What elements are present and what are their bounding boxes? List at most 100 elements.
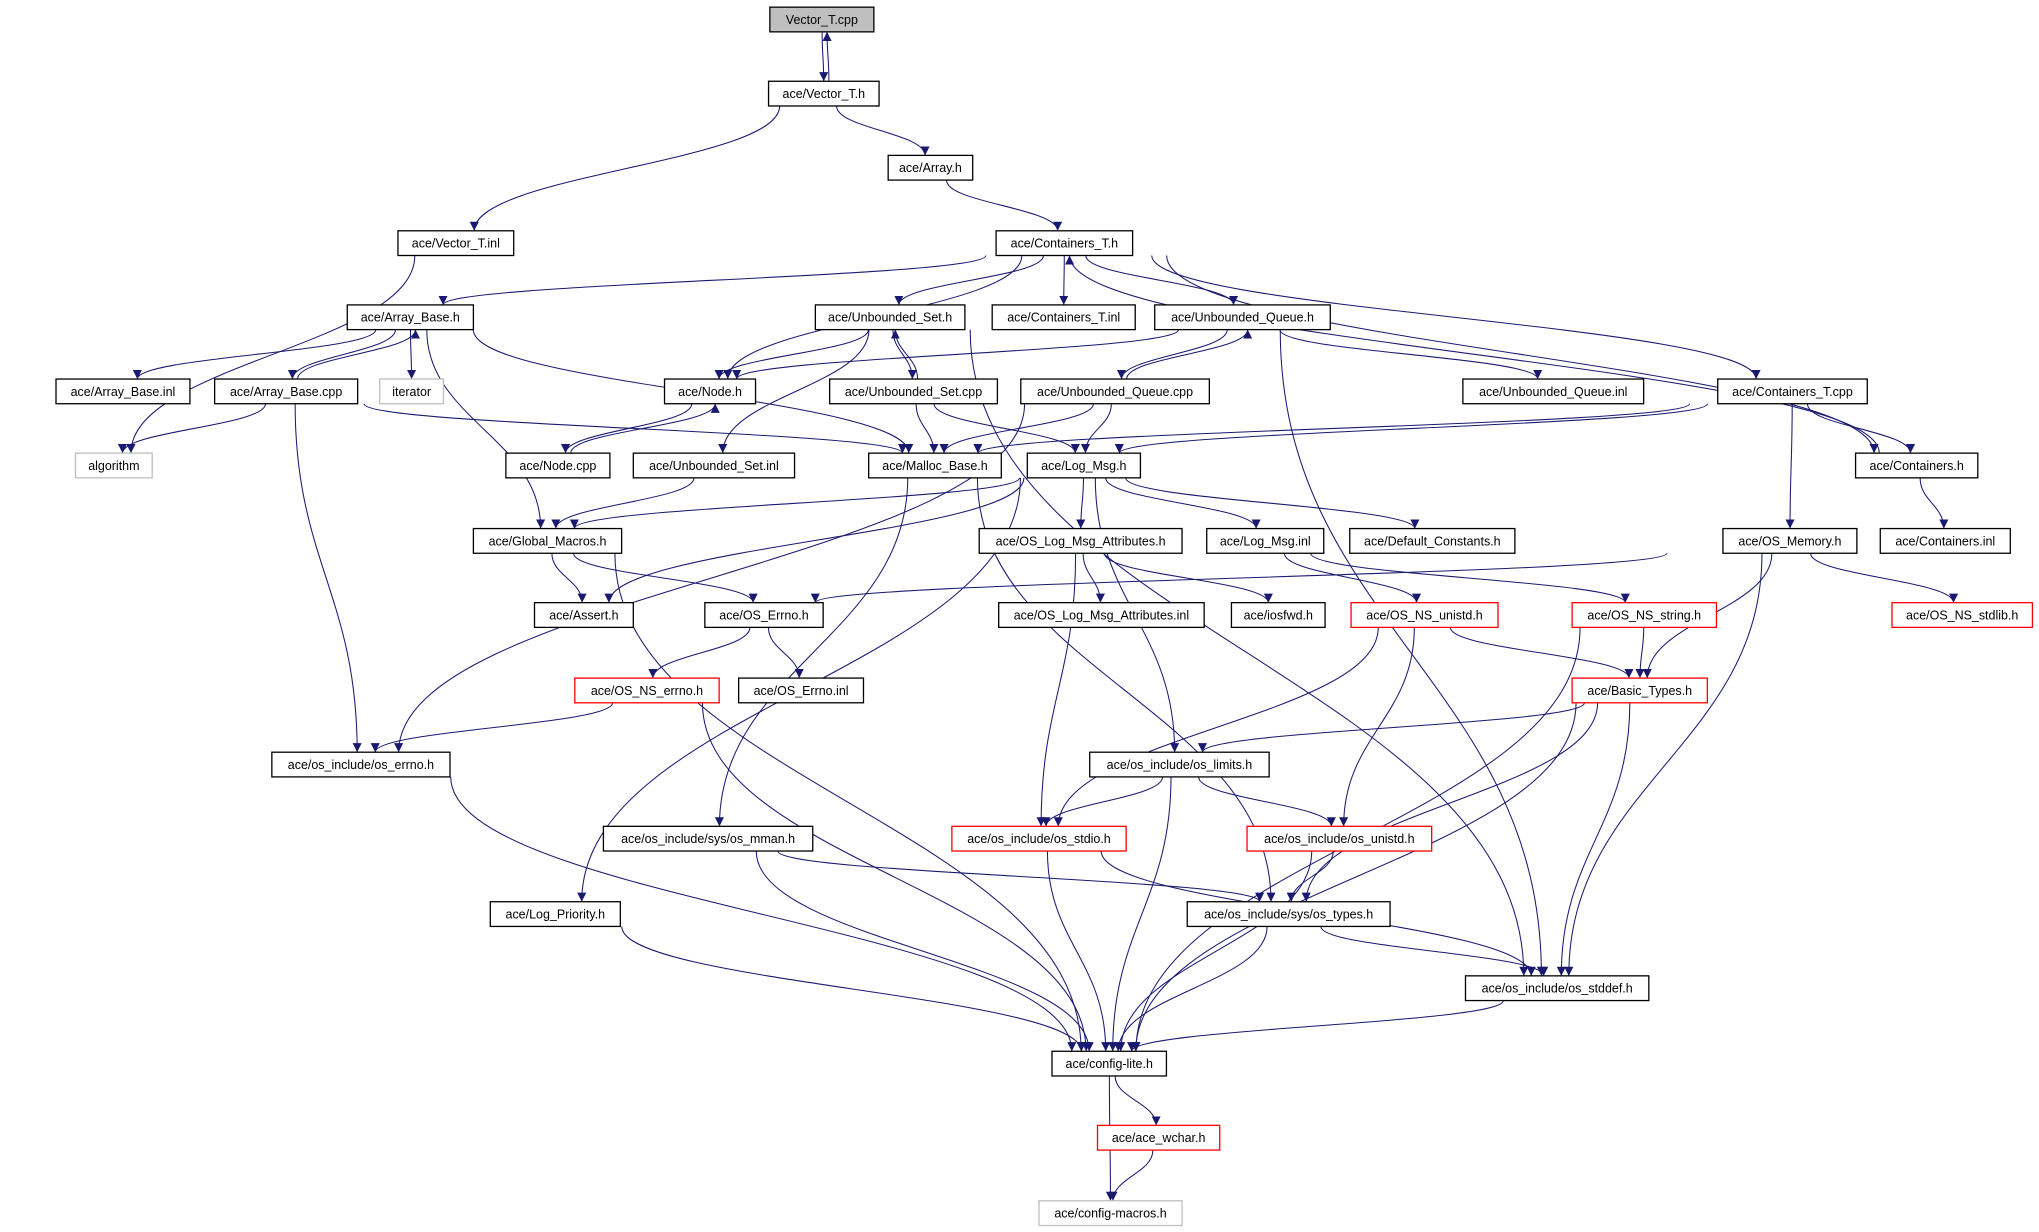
node-label: ace/Array_Base.cpp: [230, 385, 342, 399]
file-node-containers-h[interactable]: ace/Containers.h: [1854, 452, 1979, 479]
include-edge: [126, 255, 416, 454]
file-node-vector-t-h[interactable]: ace/Vector_T.h: [767, 80, 880, 107]
file-node-os-include-sys-os-types-h[interactable]: ace/os_include/sys/os_types.h: [1186, 901, 1391, 928]
file-node-os-ns-errno-h[interactable]: ace/OS_NS_errno.h: [574, 677, 720, 704]
node-label: ace/os_include/sys/os_mman.h: [621, 832, 795, 846]
node-label: ace/Containers.h: [1870, 459, 1964, 473]
node-box: [472, 527, 623, 554]
file-node-iterator[interactable]: iterator: [379, 378, 445, 405]
file-node-array-h[interactable]: ace/Array.h: [887, 154, 974, 181]
file-node-os-ns-stdlib-h[interactable]: ace/OS_NS_stdlib.h: [1891, 602, 2034, 629]
node-label: ace/os_include/os_limits.h: [1107, 758, 1253, 772]
include-edge: [294, 403, 362, 753]
node-label: ace/iosfwd.h: [1244, 608, 1313, 622]
node-box: [489, 901, 621, 928]
include-edge: [1108, 776, 1172, 1052]
file-node-iosfwd-h[interactable]: ace/iosfwd.h: [1230, 602, 1326, 629]
include-edge: [1283, 553, 1422, 603]
file-node-unbounded-queue-inl[interactable]: ace/Unbounded_Queue.inl: [1462, 378, 1645, 405]
node-box: [951, 825, 1127, 852]
file-node-os-log-msg-attributes-h[interactable]: ace/OS_Log_Msg_Attributes.h: [978, 527, 1183, 554]
include-edge: [1116, 329, 1228, 380]
file-node-containers-t-cpp[interactable]: ace/Containers_T.cpp: [1717, 378, 1868, 405]
include-edge: [822, 31, 832, 82]
file-node-unbounded-queue-cpp[interactable]: ace/Unbounded_Queue.cpp: [1020, 378, 1210, 405]
file-node-os-include-os-errno-h[interactable]: ace/os_include/os_errno.h: [271, 751, 451, 778]
file-node-config-macros-h[interactable]: ace/config-macros.h: [1038, 1200, 1183, 1227]
file-node-os-errno-inl[interactable]: ace/OS_Errno.inl: [737, 677, 865, 704]
node-label: ace/ace_wchar.h: [1112, 1131, 1206, 1145]
include-edge: [1126, 329, 1253, 380]
node-box: [1891, 602, 2034, 629]
file-node-os-log-msg-attributes-inl[interactable]: ace/OS_Log_Msg_Attributes.inl: [998, 602, 1205, 629]
file-node-os-include-os-stdio-h[interactable]: ace/os_include/os_stdio.h: [951, 825, 1127, 852]
node-label: ace/Unbounded_Queue.cpp: [1037, 385, 1193, 399]
node-box: [737, 677, 865, 704]
node-box: [829, 378, 999, 405]
node-label: ace/OS_NS_errno.h: [591, 684, 703, 698]
include-edge: [714, 329, 870, 380]
file-node-os-errno-h[interactable]: ace/OS_Errno.h: [704, 602, 824, 629]
file-node-basic-types-h[interactable]: ace/Basic_Types.h: [1571, 677, 1708, 704]
file-node-os-include-os-limits-h[interactable]: ace/os_include/os_limits.h: [1089, 751, 1270, 778]
file-node-ace-wchar-h[interactable]: ace/ace_wchar.h: [1096, 1124, 1221, 1151]
file-node-unbounded-set-h[interactable]: ace/Unbounded_Set.h: [814, 304, 966, 331]
file-node-log-msg-inl[interactable]: ace/Log_Msg.inl: [1206, 527, 1325, 554]
file-node-unbounded-set-inl[interactable]: ace/Unbounded_Set.inl: [632, 452, 796, 479]
file-node-os-include-sys-os-mman-h[interactable]: ace/os_include/sys/os_mman.h: [602, 825, 814, 852]
node-box: [1571, 677, 1708, 704]
node-label: ace/OS_Log_Msg_Attributes.h: [996, 534, 1166, 548]
file-node-malloc-base-h[interactable]: ace/Malloc_Base.h: [868, 452, 1002, 479]
include-edge: [945, 179, 1063, 231]
node-label: ace/Malloc_Base.h: [882, 459, 987, 473]
node-box: [574, 677, 720, 704]
include-edge: [1085, 255, 1239, 306]
node-box: [995, 230, 1134, 257]
include-edge: [894, 255, 1044, 306]
file-node-unbounded-queue-h[interactable]: ace/Unbounded_Queue.h: [1154, 304, 1331, 331]
file-node-vector-t-cpp[interactable]: Vector_T.cpp: [769, 6, 875, 33]
file-node-os-include-os-stddef-h[interactable]: ace/os_include/os_stddef.h: [1464, 975, 1650, 1002]
include-edge: [648, 627, 751, 679]
include-edge: [1114, 403, 1708, 454]
node-label: ace/Unbounded_Queue.inl: [1479, 385, 1627, 399]
include-edge: [1114, 1075, 1161, 1126]
include-edge: [1113, 926, 1268, 1052]
file-node-os-memory-h[interactable]: ace/OS_Memory.h: [1722, 527, 1858, 554]
file-node-global-macros-h[interactable]: ace/Global_Macros.h: [472, 527, 623, 554]
node-label: ace/OS_Memory.h: [1738, 534, 1841, 548]
file-node-log-msg-h[interactable]: ace/Log_Msg.h: [1026, 452, 1142, 479]
file-node-config-lite-h[interactable]: ace/config-lite.h: [1051, 1050, 1168, 1077]
include-edge: [767, 627, 804, 679]
include-edge: [621, 926, 1086, 1052]
file-node-array-base-h[interactable]: ace/Array_Base.h: [346, 304, 475, 331]
file-node-containers-inl[interactable]: ace/Containers.inl: [1879, 527, 2011, 554]
include-edge: [1339, 627, 1415, 827]
include-edge: [732, 329, 1180, 380]
node-box: [1350, 602, 1499, 629]
include-edge: [1108, 1150, 1154, 1201]
include-edge: [363, 403, 907, 454]
file-node-unbounded-set-cpp[interactable]: ace/Unbounded_Set.cpp: [829, 378, 999, 405]
file-node-default-constants-h[interactable]: ace/Default_Constants.h: [1349, 527, 1516, 554]
node-box: [1089, 751, 1270, 778]
file-node-containers-t-inl[interactable]: ace/Containers_T.inl: [991, 304, 1136, 331]
file-node-os-ns-string-h[interactable]: ace/OS_NS_string.h: [1571, 602, 1718, 629]
file-node-node-h[interactable]: ace/Node.h: [663, 378, 757, 405]
file-node-os-ns-unistd-h[interactable]: ace/OS_NS_unistd.h: [1350, 602, 1499, 629]
file-node-assert-h[interactable]: ace/Assert.h: [533, 602, 634, 629]
file-node-containers-t-h[interactable]: ace/Containers_T.h: [995, 230, 1134, 257]
file-node-log-priority-h[interactable]: ace/Log_Priority.h: [489, 901, 621, 928]
file-node-os-include-os-unistd-h[interactable]: ace/os_include/os_unistd.h: [1246, 825, 1433, 852]
file-node-array-base-inl[interactable]: ace/Array_Base.inl: [55, 378, 191, 405]
include-edge: [1046, 851, 1111, 1052]
node-box: [271, 751, 451, 778]
include-edge: [561, 403, 693, 454]
include-edge: [1151, 255, 1761, 380]
file-node-node-cpp[interactable]: ace/Node.cpp: [505, 452, 611, 479]
node-box: [397, 230, 515, 257]
file-node-vector-t-inl[interactable]: ace/Vector_T.inl: [397, 230, 515, 257]
file-node-algorithm[interactable]: algorithm: [74, 452, 153, 479]
include-edge: [1806, 403, 1915, 454]
file-node-array-base-cpp[interactable]: ace/Array_Base.cpp: [213, 378, 359, 405]
